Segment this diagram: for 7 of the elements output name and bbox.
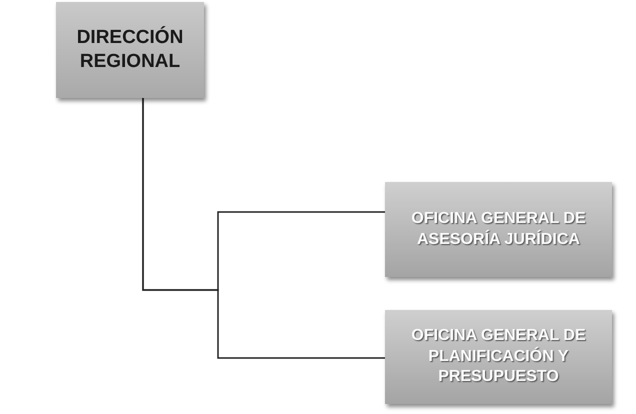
org-box bbox=[385, 310, 612, 404]
box-label: OFICINA GENERAL DE PLANIFICACIÓN Y PRESUPUESTO bbox=[410, 326, 587, 388]
org-box bbox=[56, 2, 204, 98]
box-label: DIRECCIÓN REGIONAL bbox=[76, 26, 184, 74]
box-label: OFICINA GENERAL DE ASESORÍA JURÍDICA bbox=[410, 208, 587, 250]
org-box bbox=[385, 182, 612, 277]
connector-line bbox=[142, 98, 385, 359]
